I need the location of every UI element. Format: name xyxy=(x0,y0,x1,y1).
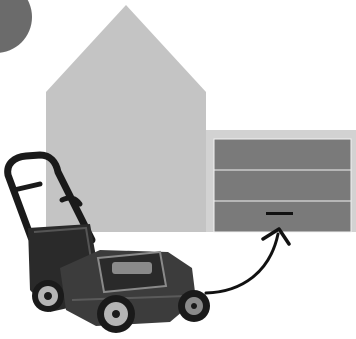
garage-icon xyxy=(206,130,356,233)
garage-door-panel xyxy=(213,169,352,202)
mower-handle xyxy=(4,151,96,244)
garage-door-panel xyxy=(213,200,352,233)
lawn-mower-icon xyxy=(4,151,210,333)
garage-door-handle xyxy=(266,212,293,215)
curved-arrow-icon xyxy=(204,227,291,295)
garage-door-panel xyxy=(213,138,352,171)
house-icon xyxy=(46,5,206,232)
corner-badge-icon xyxy=(0,0,32,53)
